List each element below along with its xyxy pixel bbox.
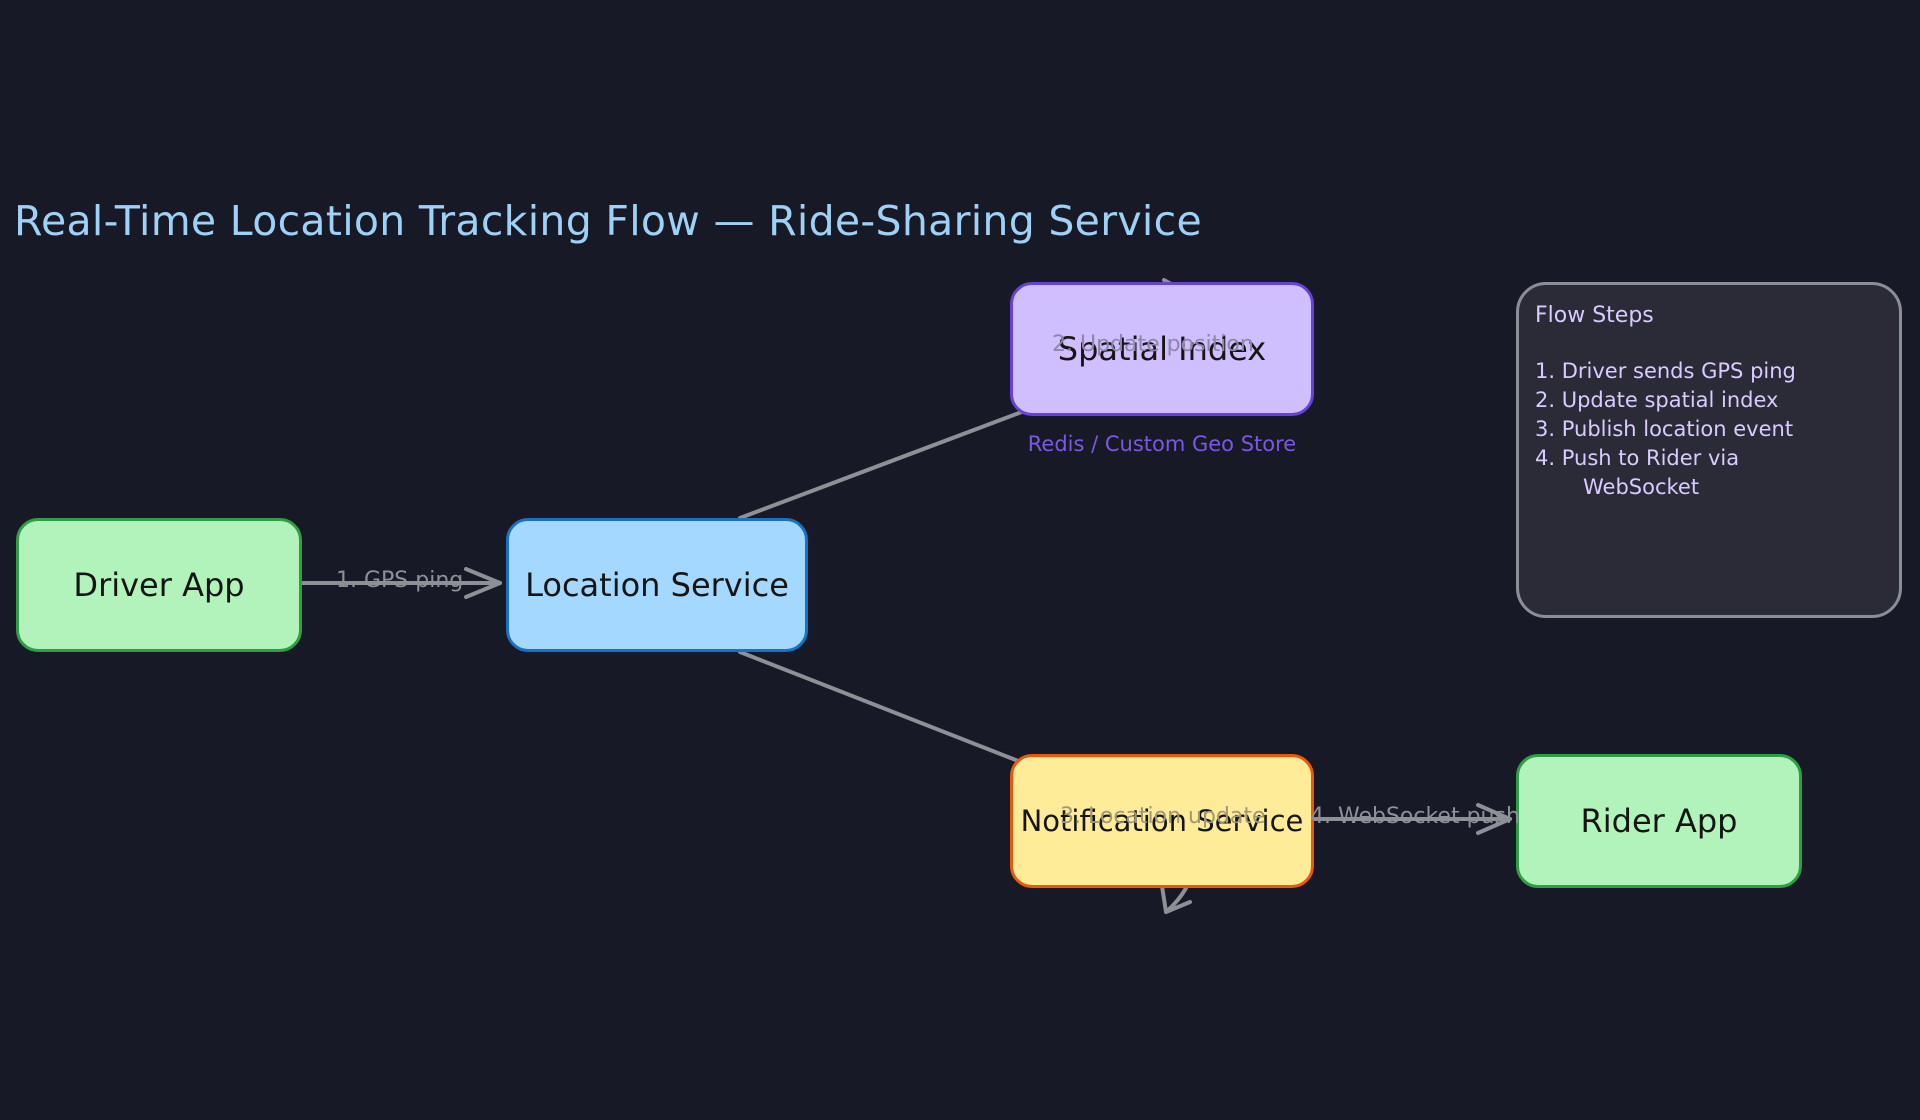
location-update-arrowhead — [1160, 884, 1192, 914]
rider-app-node[interactable]: Rider App — [1516, 754, 1802, 888]
update-position-label: 2. Update position — [1052, 332, 1254, 357]
websocket-push-label: 4. WebSocket push — [1310, 804, 1520, 829]
flow-step-4: 4. Push to Rider via — [1535, 446, 1740, 470]
flow-step-2: 2. Update spatial index — [1535, 388, 1779, 412]
location-service-node[interactable]: Location Service — [506, 518, 808, 652]
flow-step-1: 1. Driver sends GPS ping — [1535, 359, 1796, 383]
flow-step-3: 3. Publish location event — [1535, 417, 1794, 441]
spatial-index-node[interactable]: Spatial Index — [1010, 282, 1314, 416]
diagram-title: Real-Time Location Tracking Flow — Ride-… — [14, 197, 1202, 245]
flow-step-4-continuation: WebSocket — [1583, 475, 1700, 499]
websocket-push-arrowhead — [1476, 803, 1512, 835]
gps-ping-label: 1. GPS ping — [336, 568, 464, 593]
driver-app-node[interactable]: Driver App — [16, 518, 302, 652]
flow-steps-panel: Flow Steps 1. Driver sends GPS ping 2. U… — [1516, 282, 1902, 618]
flow-steps-title: Flow Steps — [1535, 303, 1654, 328]
spatial-index-sublabel: Redis / Custom Geo Store — [1027, 432, 1297, 456]
notification-service-node[interactable]: Notification Service — [1010, 754, 1314, 888]
gps-ping-arrowhead — [464, 567, 502, 599]
location-update-label: 3. Location update — [1060, 804, 1266, 829]
